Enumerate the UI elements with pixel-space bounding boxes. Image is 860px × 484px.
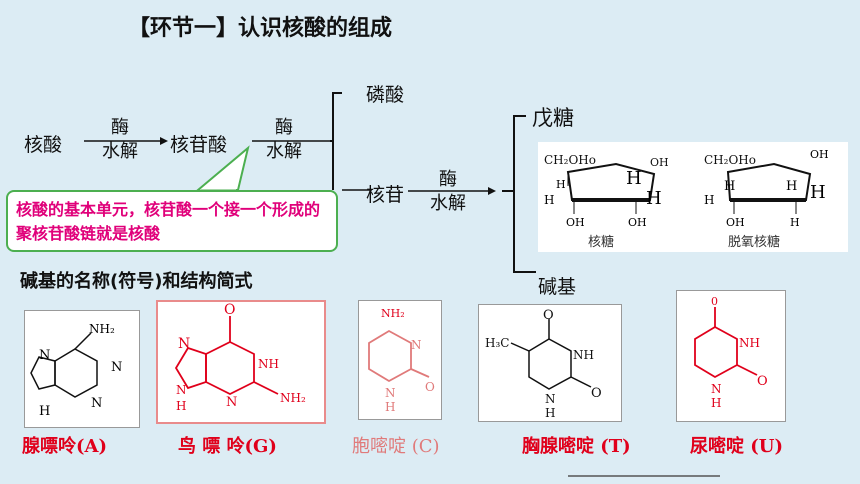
svg-text:N: N <box>226 395 237 410</box>
svg-text:CH₂OHo: CH₂OHo <box>544 153 596 167</box>
svg-text:H₃C: H₃C <box>485 336 509 350</box>
svg-text:OH: OH <box>628 216 647 229</box>
svg-text:N: N <box>111 360 122 375</box>
svg-text:N: N <box>178 336 190 352</box>
svg-text:NH: NH <box>573 348 594 362</box>
adenine-structure: NH₂ N N N H <box>24 310 140 428</box>
svg-text:0: 0 <box>711 295 718 308</box>
svg-text:H: H <box>385 400 395 414</box>
ribose-label: 核糖 <box>588 234 614 250</box>
hydrolysis-text-2: 水解 <box>266 141 302 162</box>
node-nucleoside: 核苷 <box>366 184 405 206</box>
svg-text:O: O <box>757 374 768 389</box>
enzyme-text-1: 酶 <box>111 117 129 138</box>
svg-text:NH₂: NH₂ <box>89 322 115 336</box>
svg-text:O: O <box>591 386 602 401</box>
base-name-uracil: 尿嘧啶 (U) <box>690 436 783 457</box>
deoxyribose-label: 脱氧核糖 <box>728 234 780 250</box>
base-name-cytosine: 胞嘧啶 (C) <box>352 436 440 457</box>
sugar-structures: CH₂OHo OH H H H H OH OH 核糖 CH₂OHo OH H H… <box>544 148 829 250</box>
base-name-thymine: 胸腺嘧啶 (T) <box>522 436 631 457</box>
svg-text:OH: OH <box>566 216 585 229</box>
svg-text:H: H <box>810 182 826 203</box>
node-phosphate: 磷酸 <box>366 84 405 106</box>
svg-text:OH: OH <box>726 216 745 229</box>
svg-text:O: O <box>224 302 235 318</box>
uracil-structure: 0 NH O N H <box>676 290 786 422</box>
base-name-adenine: 腺嘌呤(A) <box>22 436 107 457</box>
svg-text:N: N <box>39 348 50 363</box>
node-base: 碱基 <box>538 276 577 298</box>
svg-text:N: N <box>385 386 396 400</box>
svg-text:NH: NH <box>258 357 279 371</box>
svg-text:H: H <box>544 193 554 207</box>
svg-text:H: H <box>39 404 50 419</box>
enzyme-label-1: 酶 水解 <box>92 116 148 164</box>
svg-text:H: H <box>556 178 566 191</box>
svg-text:H: H <box>711 396 721 410</box>
svg-text:O: O <box>543 308 554 323</box>
svg-text:H: H <box>646 188 662 209</box>
svg-text:N: N <box>176 383 187 397</box>
svg-text:H: H <box>545 406 555 420</box>
node-nucleotide: 核苷酸 <box>170 134 228 156</box>
page-title: 【环节一】认识核酸的组成 <box>128 16 393 41</box>
callout-text: 核酸的基本单元，核苷酸一个接一个形成的聚核苷酸链就是核酸 <box>16 200 321 243</box>
svg-text:H: H <box>176 399 186 413</box>
enzyme-text-2: 酶 <box>275 117 293 138</box>
hydrolysis-text-3: 水解 <box>430 193 466 214</box>
sugar-structures-panel: CH₂OHo OH H H H H OH OH 核糖 CH₂OHo OH H H… <box>538 142 848 252</box>
svg-text:NH: NH <box>739 336 760 350</box>
svg-text:OH: OH <box>650 156 669 169</box>
svg-text:H: H <box>786 179 797 194</box>
svg-text:NH₂: NH₂ <box>381 307 405 320</box>
thymine-structure: O NH O H₃C N H <box>478 304 622 422</box>
svg-text:CH₂OHo: CH₂OHo <box>704 153 756 167</box>
svg-text:H: H <box>626 168 642 189</box>
node-nucleic-acid: 核酸 <box>24 134 63 156</box>
svg-text:N: N <box>91 396 102 411</box>
svg-text:N: N <box>711 382 722 396</box>
svg-text:OH: OH <box>810 148 829 161</box>
svg-text:N: N <box>411 338 422 352</box>
cytosine-structure: NH₂ N O N H <box>358 300 442 420</box>
svg-text:N: N <box>545 392 556 406</box>
bases-heading: 碱基的名称(符号)和结构简式 <box>20 271 253 292</box>
svg-text:H: H <box>704 193 714 207</box>
enzyme-label-2: 酶 水解 <box>256 116 312 164</box>
enzyme-label-3: 酶 水解 <box>420 168 476 216</box>
svg-text:H: H <box>724 179 735 194</box>
enzyme-text-3: 酶 <box>439 169 457 190</box>
svg-text:O: O <box>425 380 435 394</box>
base-name-guanine: 鸟 嘌 呤(G) <box>178 436 277 457</box>
guanine-structure: O N NH N N H NH₂ <box>156 300 326 424</box>
node-pentose: 戊糖 <box>532 106 574 130</box>
hydrolysis-text-1: 水解 <box>102 141 138 162</box>
svg-text:NH₂: NH₂ <box>280 391 306 405</box>
svg-text:H: H <box>790 216 800 229</box>
callout-box: 核酸的基本单元，核苷酸一个接一个形成的聚核苷酸链就是核酸 <box>6 190 338 252</box>
